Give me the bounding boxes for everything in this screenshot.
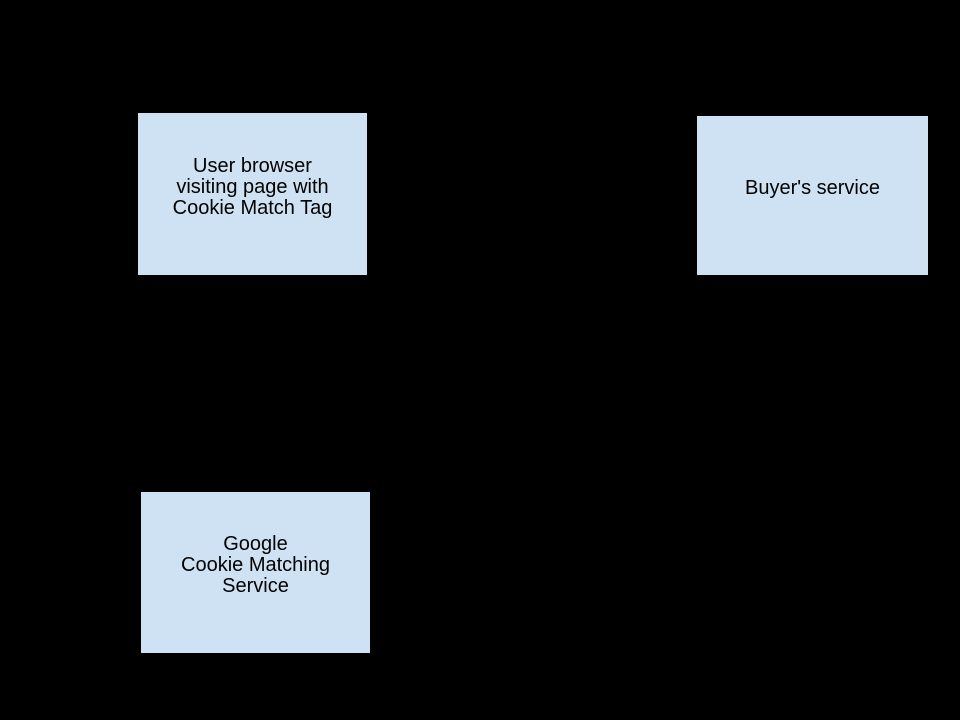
node-google-cookie-matching-service: Google Cookie Matching Service <box>140 491 371 654</box>
node-buyers-service-label: Buyer's service <box>745 177 880 199</box>
node-user-browser: User browser visiting page with Cookie M… <box>137 112 368 276</box>
node-buyers-service: Buyer's service <box>696 115 929 276</box>
node-google-cookie-matching-service-label: Google Cookie Matching Service <box>181 533 330 597</box>
node-user-browser-label: User browser visiting page with Cookie M… <box>172 154 333 219</box>
